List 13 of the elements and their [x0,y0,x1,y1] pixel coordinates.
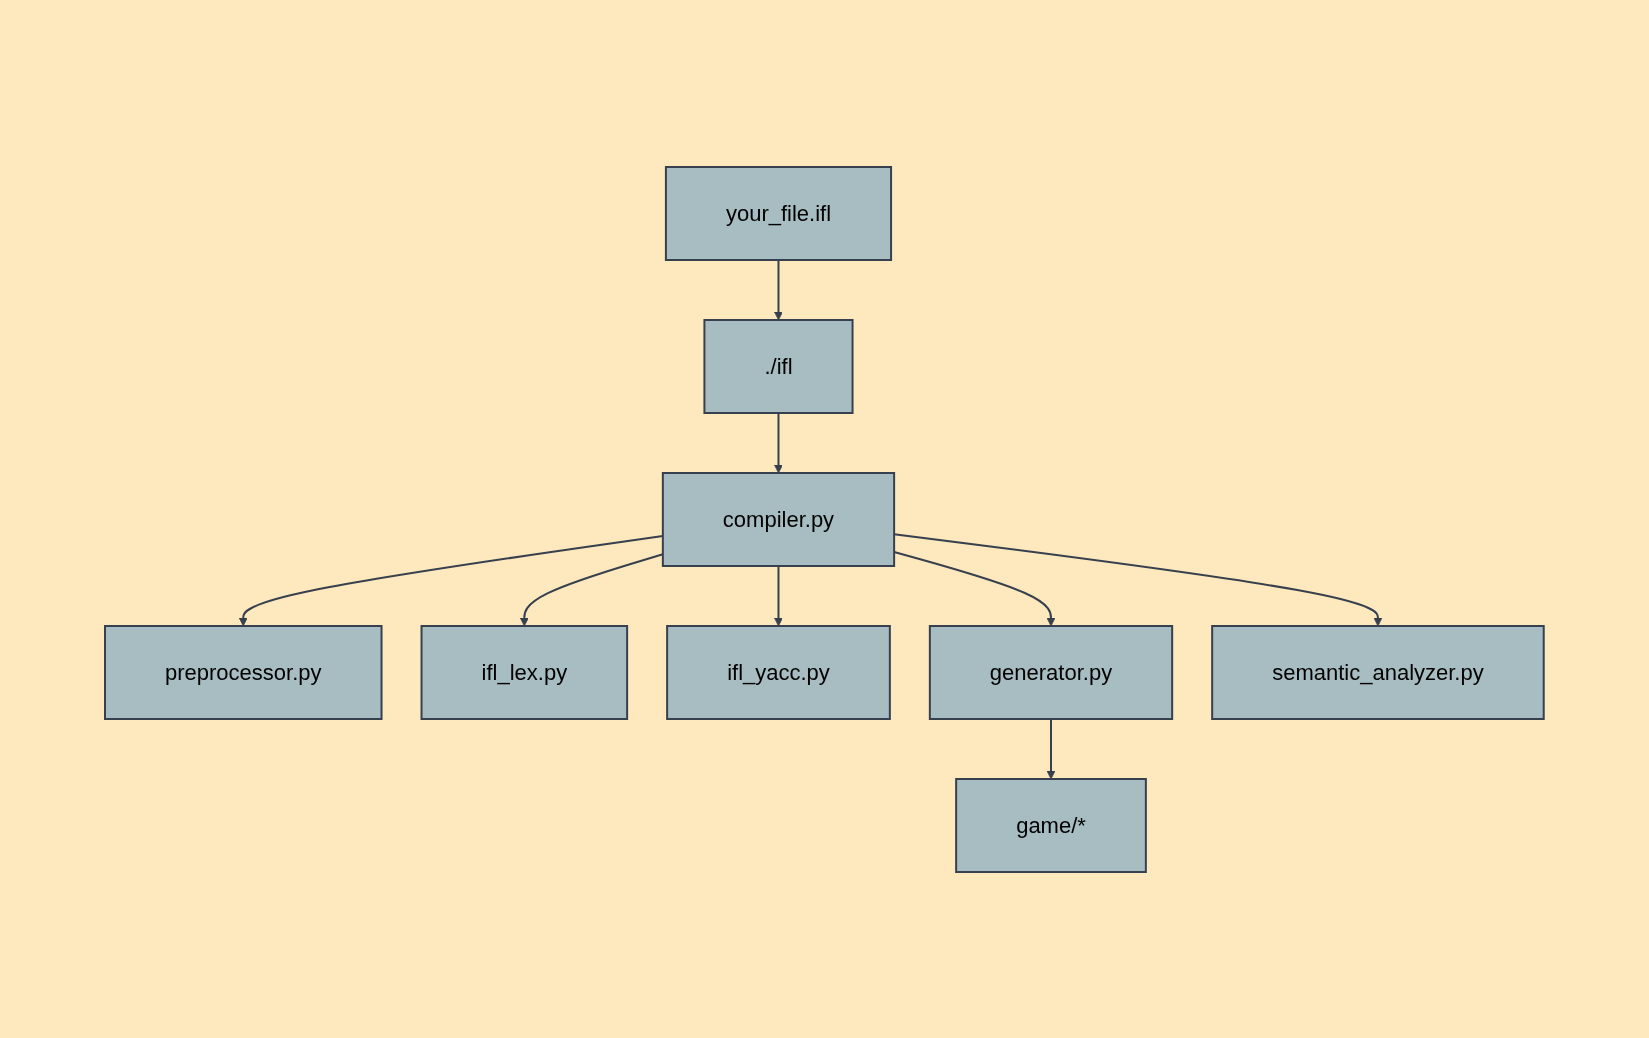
node-box: semantic_analyzer.py [1211,624,1545,720]
node-box: preprocessor.py [104,624,383,720]
node-box: ifl_yacc.py [666,624,891,720]
arrow [774,564,783,626]
arrow [1046,717,1056,779]
node-box: your_file.ifl [665,165,893,261]
node-box: ifl_lex.py [420,624,629,720]
node-box: generator.py [929,624,1174,720]
node-box: ./ifl [703,318,854,414]
node-box: game/* [955,777,1147,873]
arrow [774,258,783,320]
node-box: compiler.py [662,471,896,567]
arrow [774,411,783,473]
